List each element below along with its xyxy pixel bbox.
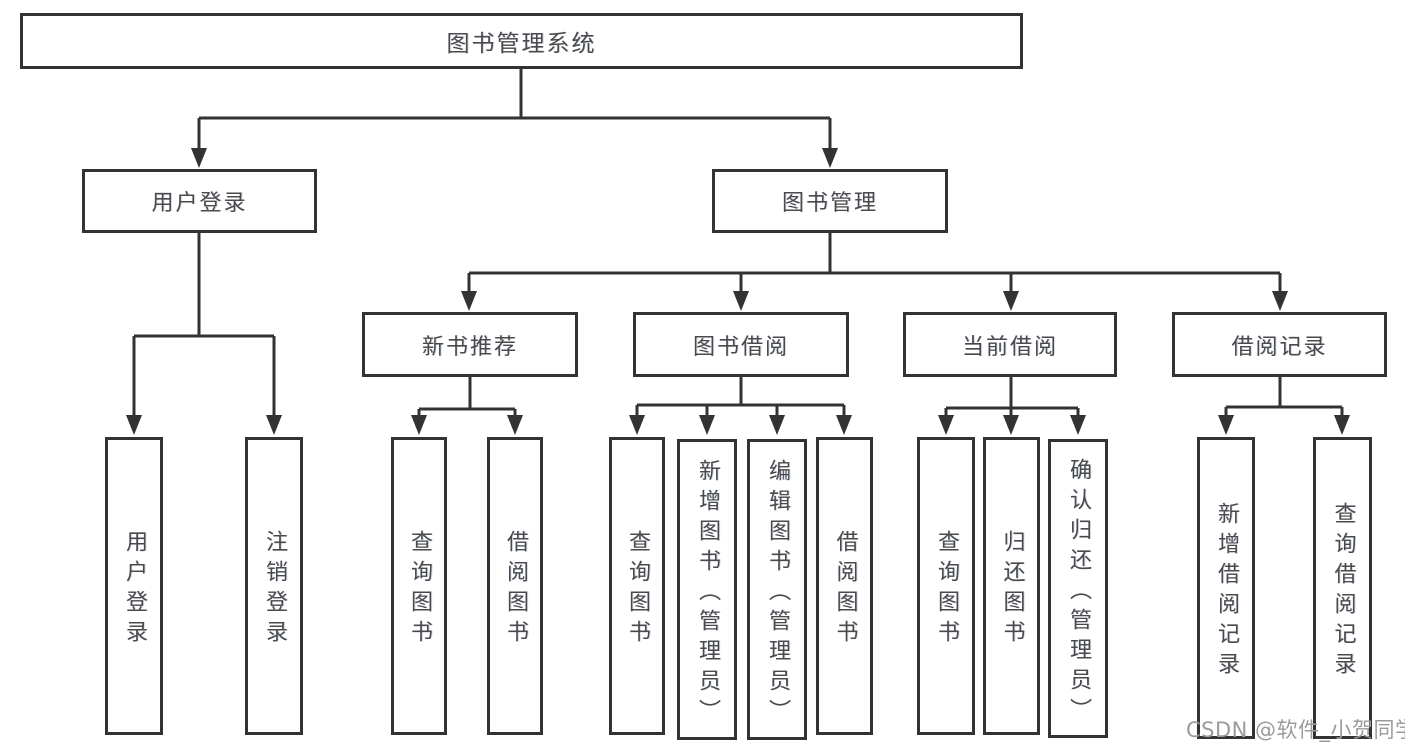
- node-new-book-recommend: 新书推荐: [362, 312, 578, 377]
- node-br-add-record: 新增借阅记录: [1197, 437, 1255, 739]
- node-cb-return-book: 归还图书: [983, 437, 1040, 735]
- node-cb-query-book-label: 查询图书: [934, 530, 959, 650]
- node-cb-confirm-return: 确认归还（管理员）: [1048, 439, 1108, 738]
- node-nr-borrow-book-label: 借阅图书: [503, 530, 528, 650]
- node-logout: 注销登录: [245, 437, 303, 735]
- node-cb-return-book-label: 归还图书: [999, 530, 1025, 650]
- node-root: 图书管理系统: [20, 13, 1023, 69]
- node-bb-borrow-book: 借阅图书: [816, 437, 873, 735]
- node-br-query-record: 查询借阅记录: [1313, 437, 1372, 739]
- node-nr-query-book-label: 查询图书: [407, 530, 432, 650]
- node-nr-query-book: 查询图书: [391, 437, 447, 735]
- node-borrow-record-label: 借阅记录: [1231, 334, 1328, 360]
- node-login-label: 用户登录: [122, 530, 147, 650]
- node-logout-label: 注销登录: [262, 530, 287, 650]
- node-br-add-record-label: 新增借阅记录: [1214, 502, 1239, 682]
- node-bb-add-book-label: 新增图书（管理员）: [695, 458, 720, 729]
- node-user-login-label: 用户登录: [151, 191, 248, 216]
- csdn-watermark: CSDN @软件_小贺同学: [1186, 718, 1405, 742]
- node-bb-query-book-label: 查询图书: [625, 530, 650, 650]
- node-book-management-label: 图书管理: [781, 191, 878, 216]
- node-bb-edit-book-label: 编辑图书（管理员）: [765, 458, 790, 729]
- node-login: 用户登录: [105, 437, 163, 735]
- node-bb-edit-book: 编辑图书（管理员）: [747, 439, 807, 740]
- node-current-borrow: 当前借阅: [903, 312, 1117, 377]
- node-cb-query-book: 查询图书: [917, 437, 975, 735]
- node-bb-add-book: 新增图书（管理员）: [677, 439, 737, 740]
- node-br-query-record-label: 查询借阅记录: [1330, 502, 1356, 682]
- node-root-label: 图书管理系统: [446, 31, 597, 57]
- node-new-book-recommend-label: 新书推荐: [421, 334, 518, 360]
- node-book-borrow: 图书借阅: [633, 312, 849, 377]
- node-book-management: 图书管理: [712, 169, 948, 233]
- node-borrow-record: 借阅记录: [1172, 312, 1387, 377]
- node-bb-borrow-book-label: 借阅图书: [832, 530, 858, 650]
- node-current-borrow-label: 当前借阅: [961, 334, 1058, 360]
- node-book-borrow-label: 图书借阅: [692, 334, 789, 360]
- node-user-login: 用户登录: [82, 169, 317, 233]
- node-nr-borrow-book: 借阅图书: [487, 437, 543, 735]
- node-bb-query-book: 查询图书: [609, 437, 665, 735]
- node-cb-confirm-return-label: 确认归还（管理员）: [1066, 457, 1091, 728]
